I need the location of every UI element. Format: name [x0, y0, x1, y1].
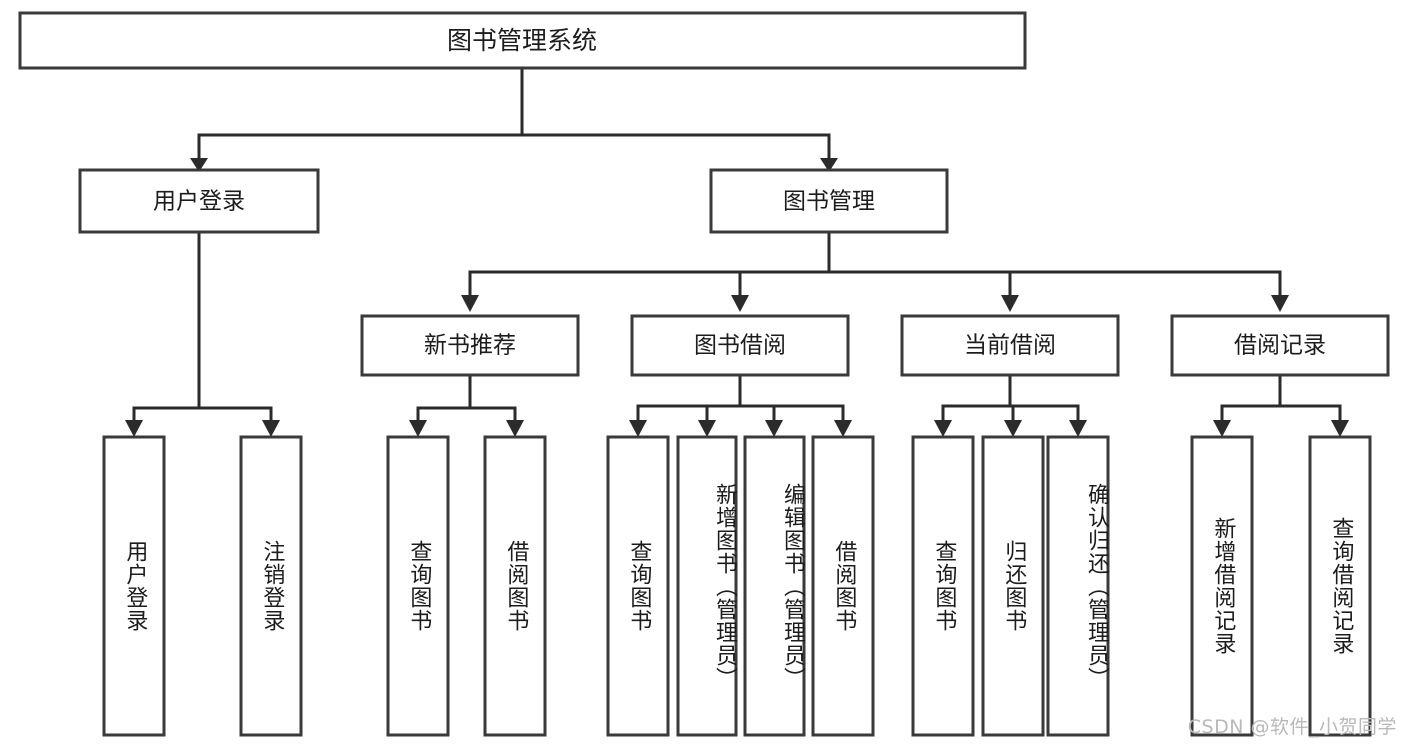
arrowhead-icon: [698, 420, 716, 437]
arrowhead-icon: [262, 420, 280, 437]
node-book-borrow-label: 图书借阅: [694, 333, 786, 359]
node-book-manage-label: 图书管理: [783, 189, 875, 215]
arrowhead-icon: [461, 295, 479, 312]
leaf-query-book-3-box[interactable]: [911, 435, 975, 737]
connector-root-to-level2: [197, 66, 831, 160]
leaf-user-login-box[interactable]: [102, 435, 166, 737]
node-book-borrow-box[interactable]: [630, 314, 850, 377]
node-current-borrow[interactable]: 当前借阅: [900, 314, 1120, 377]
connector-currentborrow-to-leaves: [941, 373, 1080, 426]
leaf-borrow-book-2-box[interactable]: [811, 435, 875, 737]
node-book-manage[interactable]: 图书管理: [709, 168, 949, 234]
arrowhead-icon: [731, 295, 749, 312]
arrowhead-icon: [820, 158, 838, 172]
leaf-edit-book-admin-box[interactable]: [743, 435, 806, 737]
arrowhead-icon: [1004, 420, 1022, 437]
arrowhead-icon: [629, 420, 647, 437]
leaf-logout-box[interactable]: [239, 435, 303, 737]
connector-bookmanage-to-level3: [468, 230, 1282, 305]
arrowhead-icon: [1213, 420, 1231, 437]
connector-bookborrow-to-leaves: [636, 373, 845, 426]
arrowhead-icon: [934, 420, 952, 437]
leaf-confirm-return-admin-box[interactable]: [1046, 435, 1110, 737]
node-current-borrow-box[interactable]: [900, 314, 1120, 377]
arrowhead-icon: [190, 158, 208, 172]
node-borrow-record[interactable]: 借阅记录: [1170, 314, 1390, 377]
arrowhead-icon: [1001, 295, 1019, 312]
node-new-book-rec[interactable]: 新书推荐: [360, 314, 580, 377]
leaf-add-book-admin-box[interactable]: [676, 435, 738, 737]
node-user-login-box[interactable]: [78, 168, 320, 234]
node-root[interactable]: 图书管理系统: [18, 11, 1027, 70]
leaf-query-book-2-box[interactable]: [606, 435, 670, 737]
connector-borrowrecord-to-leaves: [1220, 373, 1342, 426]
leaf-borrow-book-1-box[interactable]: [483, 435, 547, 737]
node-user-login[interactable]: 用户登录: [78, 168, 320, 234]
leaf-query-borrow-record-box[interactable]: [1308, 435, 1372, 737]
arrowhead-icon: [125, 420, 143, 437]
node-book-borrow[interactable]: 图书借阅: [630, 314, 850, 377]
node-borrow-record-box[interactable]: [1170, 314, 1390, 377]
arrowhead-icon: [409, 420, 427, 437]
arrowhead-icon: [834, 420, 852, 437]
node-book-manage-box[interactable]: [709, 168, 949, 234]
leaf-box-group: [102, 435, 1372, 737]
arrowhead-icon: [1271, 295, 1289, 312]
connector-group: [132, 66, 1342, 426]
node-root-box[interactable]: [18, 11, 1027, 70]
node-current-borrow-label: 当前借阅: [964, 333, 1056, 359]
connector-userlogin-to-leaves: [132, 230, 273, 426]
arrowhead-icon: [1331, 420, 1349, 437]
arrowhead-icon: [765, 420, 783, 437]
leaf-return-book-box[interactable]: [981, 435, 1045, 737]
node-user-login-label: 用户登录: [153, 189, 245, 215]
node-new-book-rec-label: 新书推荐: [424, 333, 516, 359]
arrowhead-group: [125, 158, 1349, 437]
node-root-label: 图书管理系统: [447, 26, 597, 55]
node-borrow-record-label: 借阅记录: [1234, 333, 1326, 359]
csdn-watermark: CSDN @软件_小贺同学: [1187, 716, 1397, 738]
arrowhead-icon: [506, 420, 524, 437]
node-new-book-rec-box[interactable]: [360, 314, 580, 377]
leaf-query-book-1-box[interactable]: [386, 435, 450, 737]
connector-newbook-to-leaves: [416, 373, 517, 426]
arrowhead-icon: [1069, 420, 1087, 437]
leaf-add-borrow-record-box[interactable]: [1190, 435, 1254, 737]
